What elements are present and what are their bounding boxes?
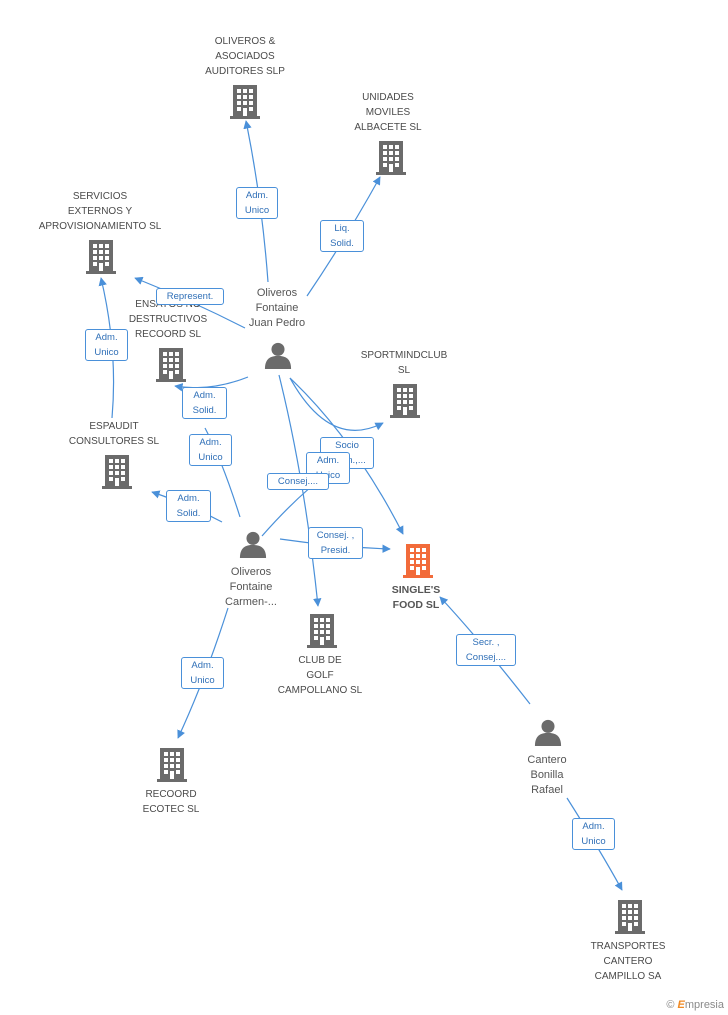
relation-label: Adm. Unico: [189, 434, 232, 466]
person-icon: [534, 719, 562, 746]
building-icon: [615, 900, 645, 934]
relation-label: Adm. Solid.: [182, 387, 227, 419]
company-label[interactable]: UNIDADES MOVILES ALBACETE SL: [354, 92, 422, 133]
company-label[interactable]: RECOORD ECOTEC SL: [142, 789, 200, 815]
relation-label: Secr. , Consej....: [456, 634, 516, 666]
company-label[interactable]: TRANSPORTES CANTERO CAMPILLO SA: [590, 941, 666, 982]
relation-label: Consej. , Presid.: [308, 527, 363, 559]
relation-label: Adm. Unico: [236, 187, 278, 219]
copyright-symbol: ©: [666, 999, 675, 1011]
company-label[interactable]: SPORTMINDCLUB SL: [360, 350, 448, 376]
relation-label: Liq. Solid.: [320, 220, 364, 252]
building-icon: [230, 85, 260, 119]
company-label-main[interactable]: SINGLE'S FOOD SL: [391, 584, 441, 611]
relation-label: Adm. Solid.: [166, 490, 211, 522]
relation-label: Represent.: [156, 288, 224, 305]
building-icon: [307, 614, 337, 648]
person-label[interactable]: Oliveros Fontaine Juan Pedro: [248, 287, 306, 329]
building-icon-main: [403, 544, 433, 578]
building-icon: [157, 748, 187, 782]
person-icon: [264, 342, 292, 369]
person-label[interactable]: Oliveros Fontaine Carmen-...: [225, 566, 277, 608]
relation-label: Consej....: [267, 473, 329, 490]
company-label[interactable]: SERVICIOS EXTERNOS Y APROVISIONAMIENTO S…: [38, 191, 162, 232]
company-label[interactable]: OLIVEROS & ASOCIADOS AUDITORES SLP: [205, 36, 285, 77]
building-icon: [390, 384, 420, 418]
relation-label: Adm. Unico: [572, 818, 615, 850]
brand-name: mpresia: [684, 999, 724, 1011]
brand-initial: E: [677, 999, 685, 1011]
brand-logo[interactable]: © Empresia: [666, 999, 724, 1011]
building-icon: [86, 240, 116, 274]
person-label[interactable]: Cantero Bonilla Rafael: [527, 754, 567, 796]
building-icon: [376, 141, 406, 175]
relation-label: Adm. Unico: [181, 657, 224, 689]
edge-juanpedro-sportmindclub: [289, 377, 384, 431]
building-icon: [156, 348, 186, 382]
company-label[interactable]: ESPAUDIT CONSULTORES SL: [68, 421, 160, 447]
relation-label: Adm. Unico: [85, 329, 128, 361]
edge-juanpedro-ensayos: [174, 376, 249, 392]
company-label[interactable]: CLUB DE GOLF CAMPOLLANO SL: [277, 655, 363, 696]
building-icon: [102, 455, 132, 489]
